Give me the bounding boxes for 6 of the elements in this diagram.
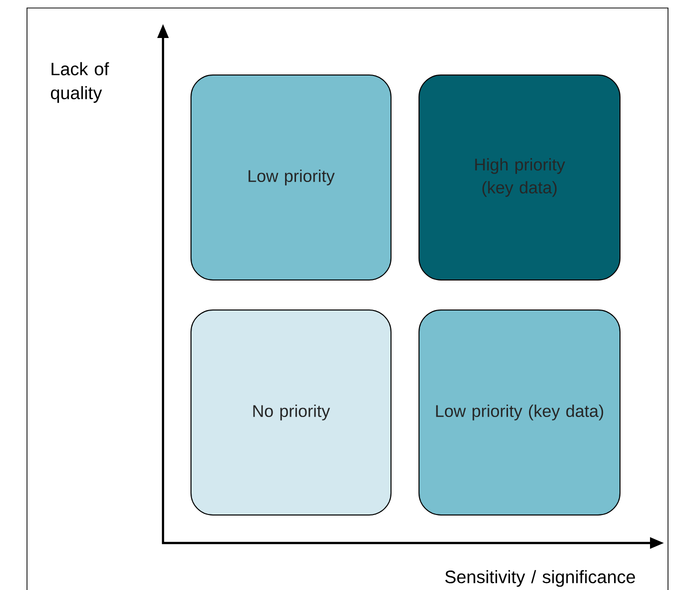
priority-box: Low priority (key data) xyxy=(418,310,620,516)
axis-label: Sensitivity / significance xyxy=(445,570,635,587)
priority-box: Low priority xyxy=(190,74,392,280)
axis-label: Lack of quality xyxy=(50,62,110,103)
priority-box: High priority (key data) xyxy=(418,74,620,280)
priority-box: No priority xyxy=(190,310,392,516)
